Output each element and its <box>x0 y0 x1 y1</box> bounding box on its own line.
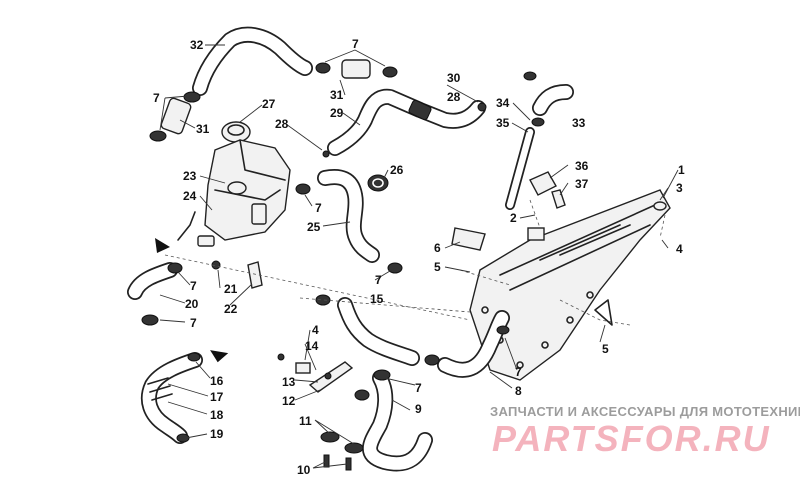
radiator-cap-27 <box>221 121 251 143</box>
clamps-11 <box>320 431 364 471</box>
callout-25: 25 <box>307 220 321 234</box>
watermark-logo: PARTSFOR.RU <box>492 418 771 459</box>
hose-31-top <box>341 59 371 79</box>
clamp-7-mid <box>295 150 330 195</box>
callout-28: 28 <box>275 117 289 131</box>
bolt-21 <box>211 260 263 289</box>
arrow-markers <box>155 238 229 363</box>
callout-24: 24 <box>183 189 197 203</box>
callout-30: 30 <box>447 71 461 85</box>
callout-7: 7 <box>190 279 197 293</box>
callout-32: 32 <box>190 38 204 52</box>
callout-5: 5 <box>602 342 609 356</box>
callout-16: 16 <box>210 374 224 388</box>
callout-27: 27 <box>262 97 276 111</box>
reference-lines <box>164 199 666 321</box>
callout-3: 3 <box>676 181 683 195</box>
clamp-7-top <box>315 62 398 78</box>
hose-25 <box>317 169 380 263</box>
callout-29: 29 <box>330 106 344 120</box>
callout-18: 18 <box>210 408 224 422</box>
callout-12: 12 <box>282 394 296 408</box>
callout-7: 7 <box>415 381 422 395</box>
callout-35: 35 <box>496 116 510 130</box>
callout-31: 31 <box>330 88 344 102</box>
callout-7: 7 <box>375 273 382 287</box>
callout-21: 21 <box>224 282 238 296</box>
callout-1: 1 <box>678 163 685 177</box>
callout-10: 10 <box>297 463 311 477</box>
hose-6 <box>451 227 486 251</box>
callout-7: 7 <box>190 316 197 330</box>
callout-22: 22 <box>224 302 238 316</box>
hose-20 <box>127 262 183 326</box>
callout-5: 5 <box>434 260 441 274</box>
callout-14: 14 <box>305 339 319 353</box>
callout-6: 6 <box>434 241 441 255</box>
hose-32 <box>192 26 313 96</box>
callout-13: 13 <box>282 375 296 389</box>
hose-9 <box>354 369 433 472</box>
coolant-tank-23 <box>197 139 291 247</box>
hose-33 <box>523 71 574 127</box>
callout-23: 23 <box>183 169 197 183</box>
callout-33: 33 <box>572 116 586 130</box>
callout-7: 7 <box>352 37 359 51</box>
callout-36: 36 <box>575 159 589 173</box>
hose-15 <box>315 262 420 366</box>
hose-35 <box>505 127 535 210</box>
callout-labels: 32 7 31 30 28 29 34 35 33 7 31 27 28 23 … <box>153 37 685 477</box>
hose-24 <box>177 211 196 241</box>
callout-28: 28 <box>447 90 461 104</box>
callout-11: 11 <box>299 414 312 428</box>
callout-26: 26 <box>390 163 404 177</box>
heat-exchanger-1 <box>469 189 671 381</box>
callout-20: 20 <box>185 297 199 311</box>
callout-4: 4 <box>676 242 683 256</box>
leader-lines <box>159 44 679 469</box>
spring-26 <box>367 174 389 192</box>
watermark-caption: ЗАПЧАСТИ И АКСЕССУАРЫ ДЛЯ МОТОТЕХНИКИ <box>490 404 800 419</box>
callout-9: 9 <box>415 402 422 416</box>
callout-4: 4 <box>312 323 319 337</box>
callout-31: 31 <box>196 122 210 136</box>
callout-7: 7 <box>515 365 522 379</box>
callout-7: 7 <box>153 91 160 105</box>
hose-8 <box>424 310 510 378</box>
hose-17 <box>140 352 203 444</box>
bracket-12 <box>277 353 354 393</box>
tube-29-30 <box>327 88 487 156</box>
callout-2: 2 <box>510 211 517 225</box>
hose-31-left <box>149 91 201 142</box>
callout-17: 17 <box>210 390 224 404</box>
callout-7: 7 <box>315 201 322 215</box>
callout-19: 19 <box>210 427 224 441</box>
callout-8: 8 <box>515 384 522 398</box>
callout-37: 37 <box>575 177 589 191</box>
callout-15: 15 <box>370 292 384 306</box>
bracket-36 <box>529 171 566 209</box>
callout-34: 34 <box>496 96 510 110</box>
